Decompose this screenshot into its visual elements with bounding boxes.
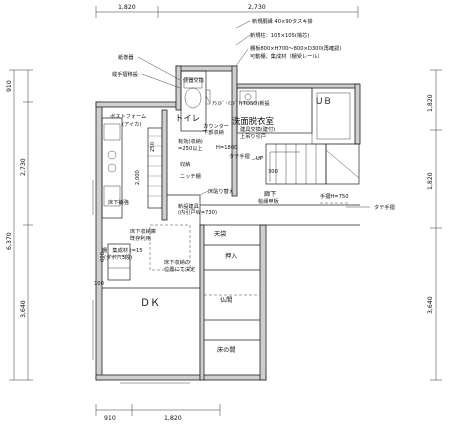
- shelf-wood-sub-label: (ダボ穴3段): [104, 253, 132, 261]
- stair-up-label: UP: [256, 156, 263, 162]
- dim-left-3640: 3,640: [20, 300, 27, 318]
- floor-inspect-label: 床下補強: [108, 198, 130, 206]
- butsuma-label: 仏間: [220, 297, 232, 304]
- storage-shelf: [147, 109, 168, 221]
- right-dimension-line: 1,820 1,820 3,640: [427, 69, 442, 381]
- inner-partitions: [167, 194, 260, 381]
- shelf-board-label: 棚板800×H700～800×D300(再確認): [250, 44, 341, 52]
- staircase: UP: [256, 143, 360, 185]
- dim-top-2730: 2,730: [248, 4, 266, 11]
- dim-right-1820a: 1,820: [427, 94, 434, 112]
- left-dimension-line: 910 2,730 6,370 3,640: [6, 69, 33, 381]
- new-fitting-sub-label: (内引戸W=730): [178, 208, 217, 216]
- toilet-bowl-icon: [184, 87, 202, 109]
- hall-label: 廊下: [264, 190, 276, 198]
- new-post-label: 新規柱：105×105(檜芯): [250, 31, 309, 39]
- hall-board-label: 桧縁甲板: [258, 197, 280, 205]
- paper-holder-label: 紙巻器: [118, 53, 134, 61]
- new-fitting-label: 新設建具: [178, 202, 199, 210]
- existing-storage-h-label: =250以上: [178, 144, 203, 152]
- assist-ind-label: ｱｼｽﾄﾞ･ｲﾝﾄﾞ?(TOSO)新設: [212, 99, 270, 107]
- dim-left-2730: 2,730: [20, 158, 27, 176]
- bottom-dimension-line: 910 1,820: [95, 404, 221, 422]
- dim-top-1820: 1,820: [118, 4, 136, 11]
- shelf-100-label: 100: [94, 281, 104, 287]
- shelf-wood-label: 棚 集成材 t=15: [102, 246, 143, 254]
- fitting-replace-sub-label: 上吊り引戸: [240, 132, 266, 140]
- label-300: 300: [268, 169, 278, 175]
- toilet-replace-label: 便器交換: [183, 76, 205, 84]
- vertical-handrail2-label: タテ手摺: [229, 152, 250, 160]
- sink-icon: [103, 123, 121, 141]
- dim-right-1820b: 1,820: [427, 172, 434, 190]
- tokonoma-label: 床の間: [217, 346, 236, 354]
- washroom-label: 洗面脱衣室: [232, 116, 274, 126]
- vertical-handrail3-label: タテ手摺: [374, 203, 395, 211]
- fitting-replace-label: 建具交換(建付): [240, 125, 275, 133]
- handrail-h750-label: 手摺H=750: [320, 192, 349, 200]
- ceiling-bag-label: 天袋: [214, 230, 226, 238]
- shelf-600-label: 600: [100, 252, 106, 262]
- dim-left-910: 910: [6, 80, 13, 92]
- counter-sub-label: 下部収納: [203, 128, 224, 136]
- dk-room-label: ＤＫ: [140, 298, 160, 309]
- window-marks: [92, 180, 190, 384]
- underfloor-position-sub-label: 位置にて決定: [164, 265, 195, 273]
- storage-label: 収納: [180, 160, 190, 168]
- closet-label: 押入: [225, 252, 237, 260]
- dim-inner-250: 250: [150, 142, 156, 152]
- leader-lines: [137, 34, 370, 208]
- height-1800-label: H=1800: [216, 145, 237, 151]
- unit-bath-label: ＵＢ: [315, 96, 332, 106]
- floor-replace-label: 床貼り替え: [208, 187, 234, 195]
- annotation-labels: 新規胴縁 40×90タスキ掛 新規柱：105×105(檜芯) 棚板800×H70…: [94, 17, 395, 354]
- dim-right-3640: 3,640: [427, 296, 434, 314]
- counter-label: カウンター: [203, 122, 229, 130]
- dim-bottom-1820: 1,820: [164, 415, 182, 422]
- washbasin-icon: [239, 90, 257, 104]
- post-form-label: ポストフォーム: [110, 112, 146, 120]
- dim-left-6370: 6,370: [6, 232, 13, 250]
- exterior-walls: [95, 65, 361, 381]
- hallway-area: [200, 202, 360, 226]
- underfloor-storage-sub-label: 既存利用: [130, 234, 151, 242]
- vertical-handrail-label: 縦手摺移設: [112, 70, 138, 78]
- dim-inner-2000: 2,000: [135, 170, 141, 185]
- underfloor-storage-label: 床下収納庫: [130, 227, 156, 235]
- stove-burner-icon: [107, 163, 117, 173]
- stove-burner-icon: [107, 150, 117, 160]
- shelf-board-sub-label: 可動棚、集成材（棚受レール）: [250, 52, 323, 60]
- top-dimension-line: 1,820 2,730: [95, 4, 359, 18]
- underfloor-storage-outline: [149, 224, 191, 271]
- dim-bottom-910: 910: [104, 415, 116, 422]
- niche-shelf-label: ニッチ棚: [180, 172, 201, 180]
- existing-storage-label: 有効(収納): [178, 137, 203, 145]
- toilet-room: [180, 70, 211, 132]
- underfloor-position-label: 床下収納の: [164, 258, 190, 266]
- post-form-sub-label: (アイカ): [122, 121, 141, 128]
- new-furring-label: 新規胴縁 40×90タスキ掛: [252, 17, 314, 25]
- toilet-room-label: トイレ: [175, 113, 200, 123]
- dk-shelf: [102, 224, 200, 289]
- kitchen-counter: [101, 117, 123, 219]
